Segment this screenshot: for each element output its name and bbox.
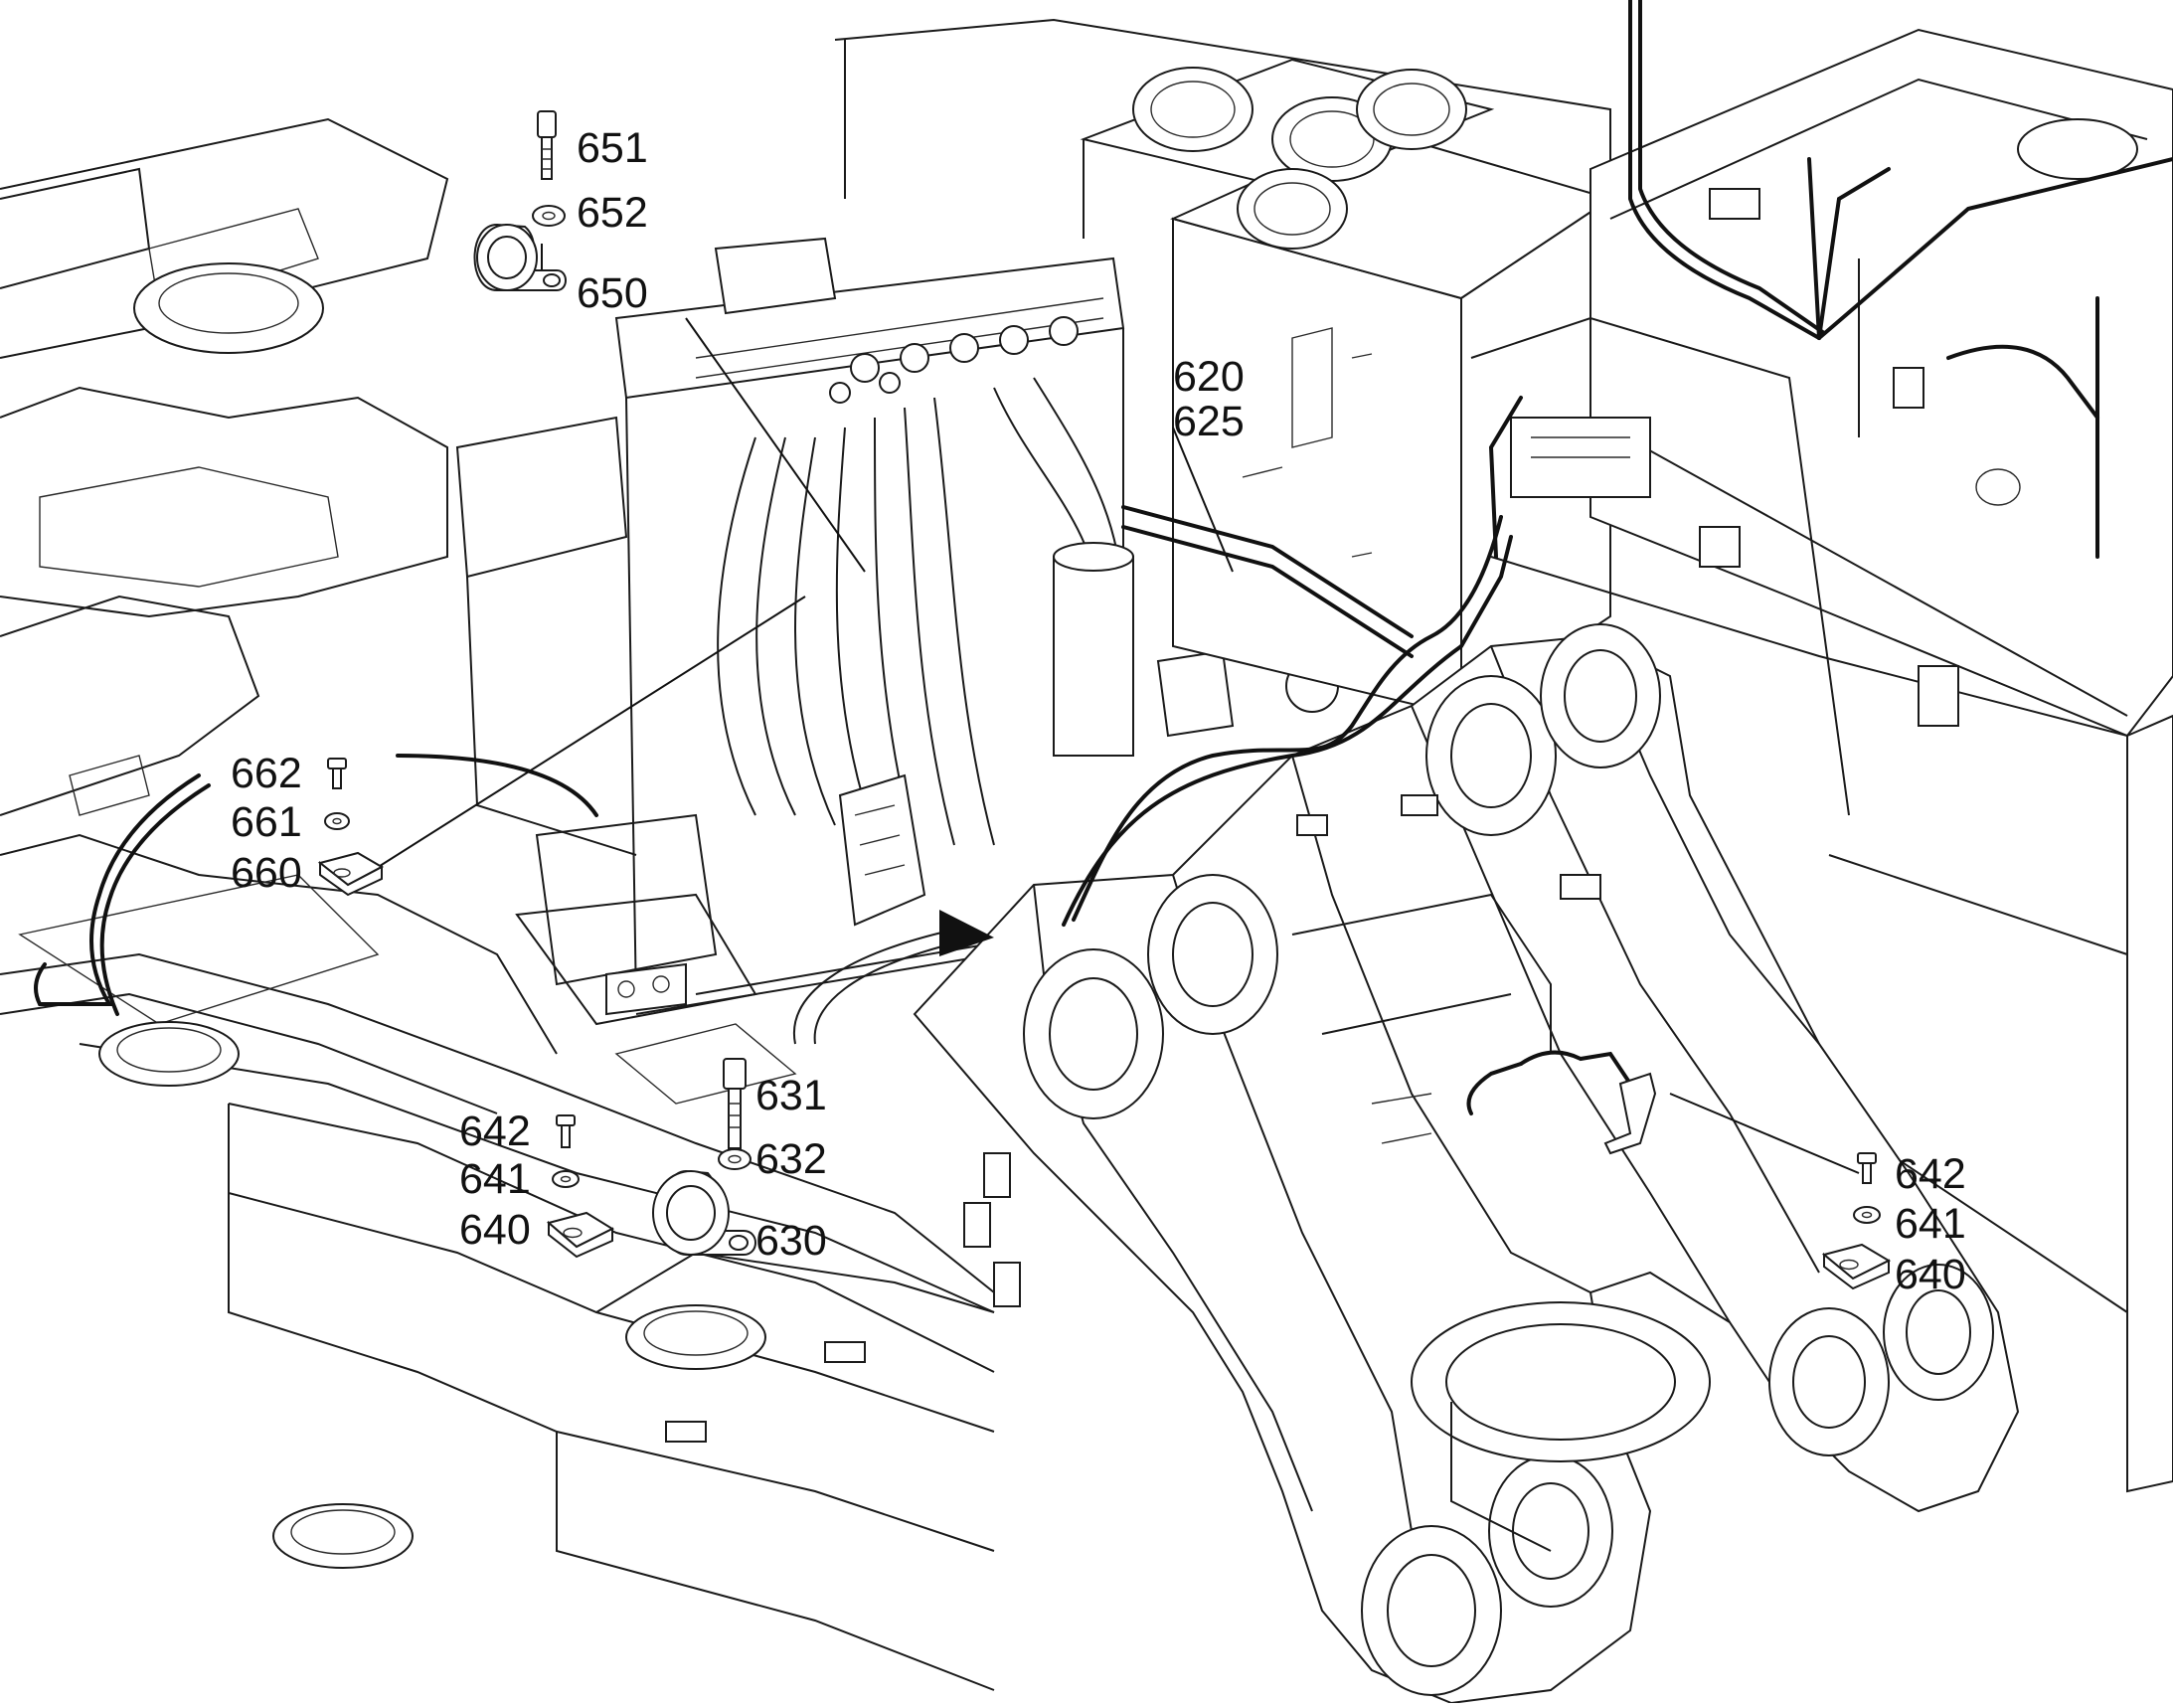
bolt-icon [556, 1114, 576, 1148]
callout-640-left: 640 [459, 1206, 531, 1254]
cable-tie-base-icon [546, 1211, 615, 1259]
valve-block-assembly [455, 18, 1611, 1026]
callout-631: 631 [755, 1072, 827, 1119]
callout-642-left: 642 [459, 1108, 531, 1155]
main-harness-cable [1072, 505, 1503, 922]
callout-660: 660 [231, 849, 302, 897]
callout-632: 632 [755, 1135, 827, 1183]
callout-652: 652 [577, 189, 648, 237]
callout-662: 662 [231, 750, 302, 797]
bolt-icon [723, 1058, 747, 1149]
pipe-clamp-icon [473, 223, 567, 291]
callout-651: 651 [577, 124, 648, 172]
bolt-icon [1857, 1152, 1877, 1184]
washer-icon [532, 205, 566, 227]
callout-641-left: 641 [459, 1155, 531, 1203]
pipe-clamp-icon [652, 1169, 756, 1256]
direction-arrow [792, 910, 994, 1045]
cable-tie-base-icon [317, 851, 385, 897]
callout-labels: 651 652 650 620 625 662 661 660 631 632 … [231, 124, 1966, 1298]
loader-boom-arms [913, 396, 2020, 1705]
washer-icon [324, 812, 350, 830]
callout-620: 620 [1173, 353, 1245, 401]
left-cable-run [34, 754, 598, 1016]
callout-641-right: 641 [1895, 1200, 1966, 1248]
bolt-icon [327, 758, 347, 789]
washer-icon [1853, 1206, 1881, 1224]
left-chassis-frame [0, 117, 1021, 1691]
callout-642-right: 642 [1895, 1150, 1966, 1198]
washer-icon [552, 1170, 580, 1188]
callout-661: 661 [231, 798, 302, 846]
leader-lines [357, 244, 1860, 1174]
bolt-icon [537, 110, 557, 180]
callout-630: 630 [755, 1217, 827, 1265]
callout-625: 625 [1173, 398, 1245, 445]
callout-650: 650 [577, 269, 648, 317]
callout-640-right: 640 [1895, 1251, 1966, 1298]
right-cabinets [1080, 0, 2173, 1493]
washer-icon [718, 1148, 752, 1170]
cable-tie-base-icon [1821, 1243, 1892, 1290]
